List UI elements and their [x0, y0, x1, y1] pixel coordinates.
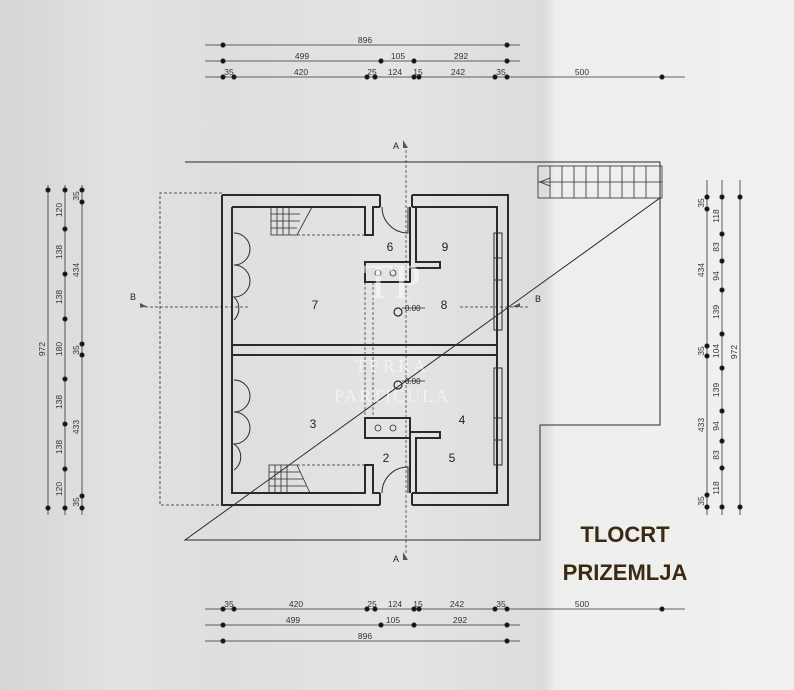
svg-text:TERRA: TERRA [355, 356, 429, 376]
svg-text:118: 118 [711, 481, 721, 495]
svg-text:120: 120 [54, 482, 64, 496]
svg-text:434: 434 [696, 263, 706, 277]
section-mark-b-right: B [535, 294, 541, 304]
terrace-outline [159, 192, 222, 506]
svg-text:118: 118 [711, 209, 721, 223]
room-label: 6 [387, 240, 394, 254]
svg-text:83: 83 [711, 450, 721, 460]
svg-text:35: 35 [71, 497, 81, 507]
svg-text:433: 433 [696, 418, 706, 432]
svg-text:35: 35 [696, 346, 706, 356]
level-label: 0.00 [405, 304, 421, 313]
building-walls [221, 194, 509, 506]
interior-stairs [268, 206, 313, 494]
svg-text:PARTICULA: PARTICULA [334, 386, 450, 406]
svg-text:35: 35 [496, 599, 506, 609]
svg-text:499: 499 [286, 615, 300, 625]
site-outline [183, 161, 661, 541]
svg-text:292: 292 [454, 51, 468, 61]
dimension-ticks [45, 42, 743, 644]
svg-text:972: 972 [729, 345, 739, 359]
svg-text:35: 35 [696, 198, 706, 208]
svg-text:94: 94 [711, 421, 721, 431]
svg-text:35: 35 [224, 67, 234, 77]
svg-text:35: 35 [496, 67, 506, 77]
room-label: 5 [449, 451, 456, 465]
svg-text:TP: TP [363, 253, 421, 309]
svg-text:500: 500 [575, 67, 589, 77]
exterior-stairs [537, 165, 663, 199]
level-label: 0.00 [405, 377, 421, 386]
svg-text:972: 972 [37, 342, 47, 356]
svg-text:105: 105 [391, 51, 405, 61]
svg-text:15: 15 [413, 599, 423, 609]
room-label: 4 [459, 413, 466, 427]
svg-text:420: 420 [294, 67, 308, 77]
section-mark-a-top: A [393, 141, 399, 151]
plan-title-line2: PRIZEMLJA [562, 560, 688, 585]
svg-text:120: 120 [54, 203, 64, 217]
svg-text:420: 420 [289, 599, 303, 609]
dimensions-top: 896 499 105 292 35 420 25 124 15 242 35 … [224, 35, 589, 77]
svg-text:138: 138 [54, 245, 64, 259]
svg-text:25: 25 [367, 67, 377, 77]
svg-text:139: 139 [711, 305, 721, 319]
svg-text:94: 94 [711, 271, 721, 281]
watermark-logo: TP TERRA PARTICULA [334, 253, 450, 406]
room-label: 2 [383, 451, 390, 465]
svg-text:896: 896 [358, 35, 372, 45]
svg-text:35: 35 [224, 599, 234, 609]
room-label: 7 [312, 298, 319, 312]
room-label: 9 [442, 240, 449, 254]
svg-text:242: 242 [451, 67, 465, 77]
dimensions-right: 35 434 35 433 35 118 83 94 139 104 139 9… [696, 198, 739, 506]
svg-text:124: 124 [388, 67, 402, 77]
svg-text:180: 180 [54, 342, 64, 356]
plan-title-line1: TLOCRT [580, 522, 670, 547]
svg-text:138: 138 [54, 440, 64, 454]
doors [232, 206, 409, 494]
svg-text:433: 433 [71, 420, 81, 434]
svg-text:15: 15 [413, 67, 423, 77]
svg-text:25: 25 [367, 599, 377, 609]
svg-text:242: 242 [450, 599, 464, 609]
svg-text:83: 83 [711, 242, 721, 252]
svg-text:500: 500 [575, 599, 589, 609]
dimensions-left: 972 120 138 138 180 138 138 120 35 434 3… [37, 191, 81, 507]
svg-text:292: 292 [453, 615, 467, 625]
svg-text:35: 35 [71, 191, 81, 201]
svg-text:138: 138 [54, 290, 64, 304]
dimensions-bottom: 35 420 25 124 15 242 35 500 499 105 292 … [224, 599, 589, 641]
svg-text:35: 35 [71, 345, 81, 355]
room-label: 8 [441, 298, 448, 312]
svg-text:124: 124 [388, 599, 402, 609]
svg-text:434: 434 [71, 263, 81, 277]
svg-text:139: 139 [711, 383, 721, 397]
svg-text:499: 499 [295, 51, 309, 61]
svg-text:896: 896 [358, 631, 372, 641]
svg-text:105: 105 [386, 615, 400, 625]
svg-text:35: 35 [696, 496, 706, 506]
section-mark-a-bottom: A [393, 554, 399, 564]
room-label: 3 [310, 417, 317, 431]
svg-text:104: 104 [711, 344, 721, 358]
windows [493, 232, 503, 466]
svg-text:138: 138 [54, 395, 64, 409]
section-mark-b-left: B [130, 292, 136, 302]
